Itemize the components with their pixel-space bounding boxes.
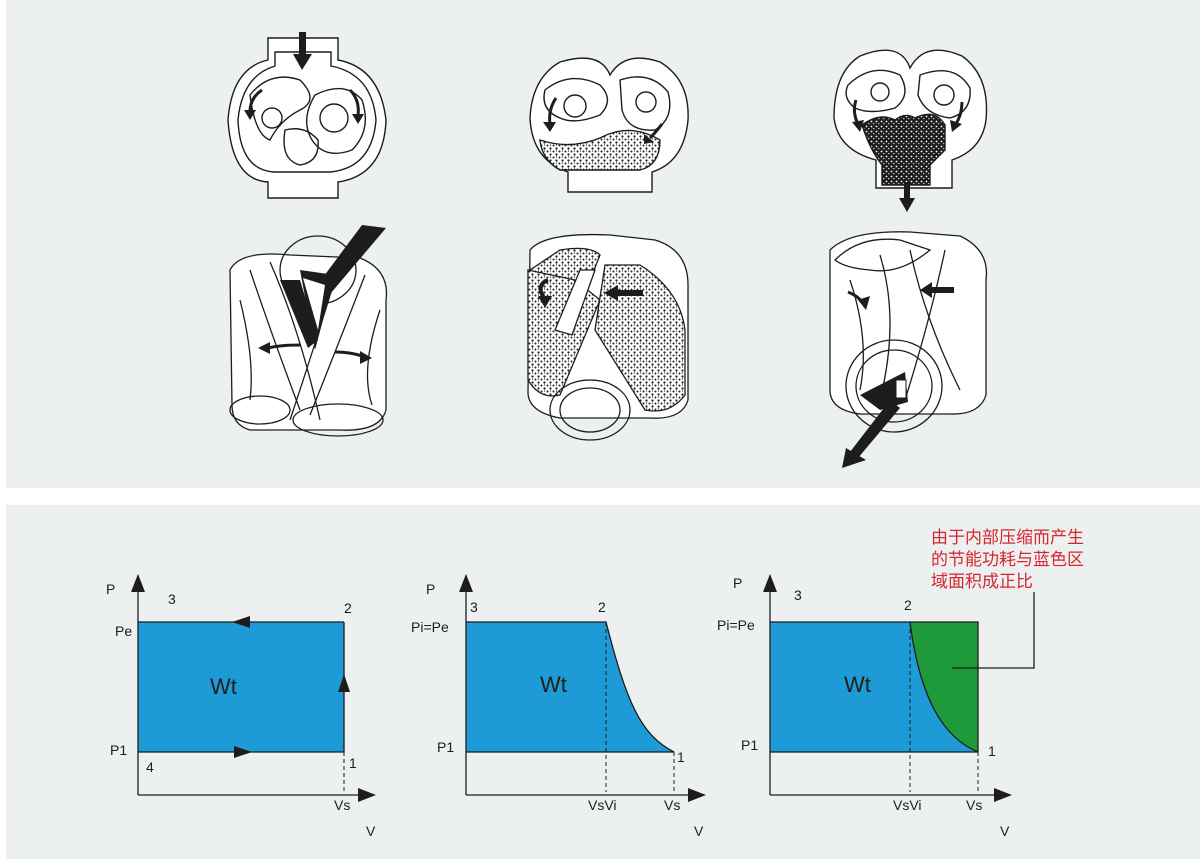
pv-diagram-3: P 3 2 Pi=Pe P1 1 Wt VsVi Vs V	[717, 574, 1034, 839]
point-3-label: 3	[470, 599, 478, 615]
point-2-label: 2	[904, 597, 912, 613]
p-low-label: P1	[437, 739, 454, 755]
p-low-label: P1	[741, 737, 758, 753]
x-axis-label: V	[366, 823, 376, 839]
pv-diagram-2: P 3 2 Pi=Pe P1 1 Wt VsVi Vs V	[411, 574, 706, 839]
compression-rotor-view	[528, 235, 688, 440]
x-axis-label: V	[694, 823, 704, 839]
work-area-label: Wt	[844, 672, 871, 697]
y-axis-label: P	[106, 581, 115, 597]
work-area	[466, 622, 674, 752]
p-high-label: Pi=Pe	[411, 619, 449, 635]
point-1-label: 1	[677, 749, 685, 765]
p-high-label: Pi=Pe	[717, 617, 755, 633]
p-high-label: Pe	[115, 623, 132, 639]
p-low-label: P1	[110, 742, 127, 758]
point-1-label: 1	[988, 743, 996, 759]
x-axis-label: V	[1000, 823, 1010, 839]
y-axis-label: P	[426, 581, 435, 597]
y-axis-label: P	[733, 575, 742, 591]
point-4-label: 4	[146, 759, 154, 775]
vs-tick-label: Vs	[664, 797, 680, 813]
vi-tick-label: VsVi	[893, 797, 922, 813]
energy-saving-annotation: 由于内部压缩而产生 的节能功耗与蓝色区 域面积成正比	[931, 527, 1146, 593]
discharge-rotor-view	[830, 232, 986, 432]
vs-tick-label: Vs	[966, 797, 982, 813]
point-2-label: 2	[344, 600, 352, 616]
work-area-label: Wt	[210, 674, 237, 699]
point-1-label: 1	[349, 755, 357, 771]
work-area-label: Wt	[540, 672, 567, 697]
work-area	[138, 622, 344, 752]
point-3-label: 3	[794, 587, 802, 603]
point-3-label: 3	[168, 591, 176, 607]
vs-tick-label: Vs	[334, 797, 350, 813]
vi-tick-label: VsVi	[588, 797, 617, 813]
point-2-label: 2	[598, 599, 606, 615]
pv-diagram-1: P 3 2 Pe P1 4 1 Wt Vs V	[106, 574, 376, 839]
